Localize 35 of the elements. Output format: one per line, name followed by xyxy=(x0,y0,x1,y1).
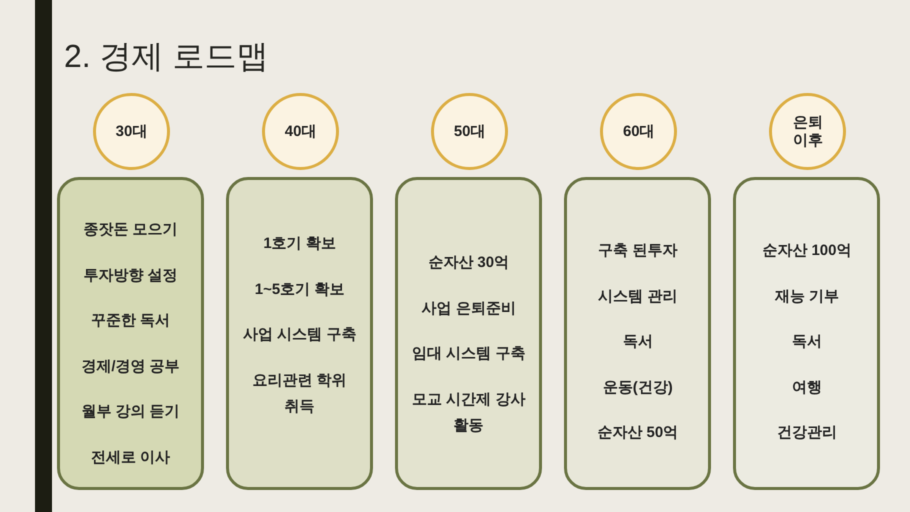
age-label: 40대 xyxy=(284,122,316,140)
plan-item: 독서 xyxy=(622,332,653,352)
plan-item: 여행 xyxy=(792,378,822,398)
plan-item: 사업 시스템 구축 xyxy=(242,325,356,345)
plan-item: 꾸준한 독서 xyxy=(90,311,170,331)
plan-item: 순자산 30억 xyxy=(428,253,510,273)
plan-item: 경제/경영 공부 xyxy=(81,356,180,376)
plan-item: 임대 시스템 구축 xyxy=(412,344,526,364)
plan-item: 재능 기부 xyxy=(774,286,839,306)
plan-item: 월부 강의 듣기 xyxy=(81,402,180,422)
plan-item: 1~5호기 확보 xyxy=(254,280,344,300)
plan-item: 순자산 50억 xyxy=(597,423,678,443)
plan-card xyxy=(57,177,204,490)
plan-card xyxy=(564,177,712,490)
plan-card xyxy=(226,177,374,490)
plan-item: 시스템 관리 xyxy=(598,286,678,306)
plan-item: 운동(건강) xyxy=(602,378,673,398)
plan-item: 독서 xyxy=(792,332,822,352)
plan-item: 구축 된투자 xyxy=(598,241,678,261)
plan-item: 순자산 100억 xyxy=(762,241,852,261)
plan-item: 종잣돈 모으기 xyxy=(83,220,178,240)
plan-item: 투자방향 설정 xyxy=(83,266,178,286)
plan-item: 1호기 확보 xyxy=(263,234,336,254)
slide-title: 2. 경제 로드맵 xyxy=(64,37,268,76)
plan-item: 요리관련 학위 취득 xyxy=(252,370,348,416)
age-label: 60대 xyxy=(622,122,655,140)
age-label: 은퇴 이후 xyxy=(792,114,824,150)
plan-item: 전세로 이사 xyxy=(90,448,170,468)
age-label: 30대 xyxy=(116,122,148,140)
plan-item: 사업 은퇴준비 xyxy=(422,298,516,318)
plan-card xyxy=(395,177,542,490)
age-label: 50대 xyxy=(454,122,486,140)
plan-item: 건강관리 xyxy=(776,423,837,443)
plan-card xyxy=(733,177,880,490)
plan-item: 모교 시간제 강사 활동 xyxy=(411,390,526,436)
